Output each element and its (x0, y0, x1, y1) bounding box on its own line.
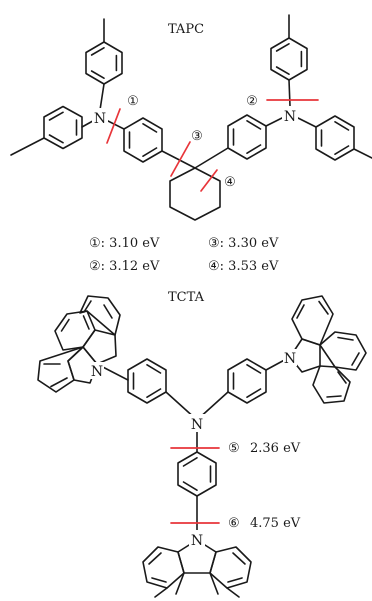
tapc-nitrogen-left: N (94, 111, 106, 127)
tcta-phenylene-left (127, 358, 198, 421)
bond-energy-6: 4.75 eV (250, 516, 301, 531)
bond-marker-5: ⑤ (228, 441, 240, 456)
tcta-phenylene-right (227, 356, 291, 404)
tcta-title: TCTA (168, 290, 205, 305)
tcta-nitrogen-center: N (191, 417, 203, 433)
carbazole-bottom (142, 539, 252, 598)
cleavage-mark-1 (106, 108, 121, 144)
tcta-nitrogen-bottom: N (191, 533, 203, 549)
ring-phenylene-left (99, 116, 196, 169)
bond-marker-3: ③ (191, 129, 203, 144)
cleavage-mark-3 (170, 141, 191, 177)
tcta-nitrogen-left: N (91, 364, 103, 380)
tcta-phenylene-bottom (177, 451, 217, 531)
tapc-title: TAPC (168, 22, 204, 37)
tapc-legend-1: ①: 3.10 eV (89, 236, 160, 251)
ring-cyclohexane (169, 167, 221, 221)
tapc-structure: TAPC N (10, 14, 372, 274)
bond-marker-6: ⑥ (228, 516, 240, 531)
tapc-nitrogen-right: N (284, 109, 296, 125)
ring-tolyl-top-right (270, 14, 308, 107)
cleavage-mark-4 (200, 169, 218, 192)
carbazole-right (289, 295, 367, 404)
ring-tolyl-top-left (85, 18, 123, 111)
ring-tolyl-left (10, 105, 101, 156)
tcta-structure: TCTA N N (37, 290, 367, 598)
bond-marker-1: ① (127, 94, 139, 109)
tapc-legend-3: ③: 3.30 eV (208, 236, 279, 251)
carbazole-left (37, 295, 129, 393)
bond-marker-4: ④ (224, 175, 236, 190)
ring-tolyl-right (289, 113, 372, 161)
bond-marker-2: ② (246, 94, 258, 109)
tapc-legend-2: ②: 3.12 eV (89, 259, 160, 274)
tapc-legend-4: ④: 3.53 eV (208, 259, 279, 274)
tcta-nitrogen-right: N (284, 351, 296, 367)
bond-energy-5: 2.36 eV (250, 441, 301, 456)
ring-phenylene-right (194, 113, 291, 169)
